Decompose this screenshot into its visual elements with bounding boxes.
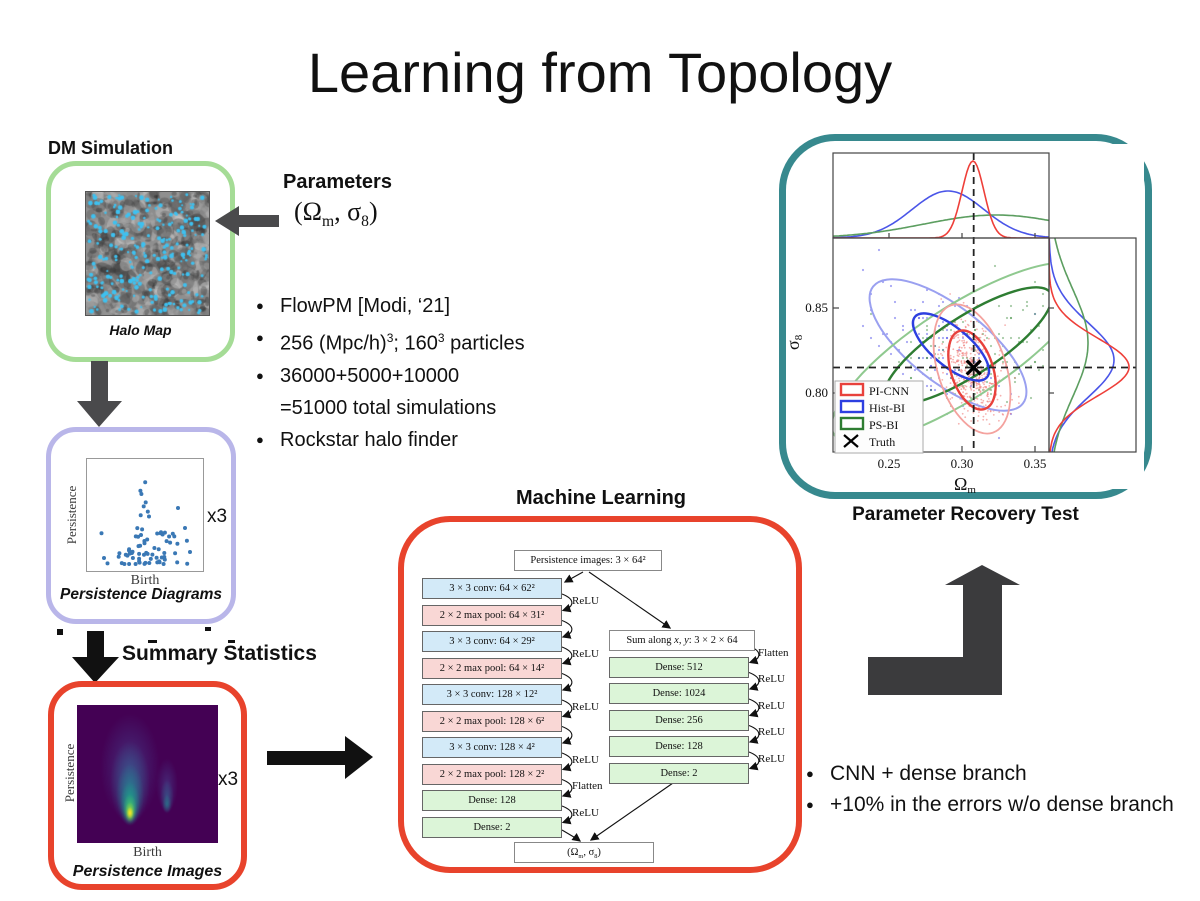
halo-map-caption: Halo Map bbox=[109, 322, 172, 338]
bullet-item: ●=51000 total simulations bbox=[280, 396, 497, 419]
bullet-item: ●FlowPM [Modi, ‘21] bbox=[256, 295, 451, 317]
halo-map-canvas bbox=[85, 191, 210, 316]
ml-activation-label: ReLU bbox=[572, 594, 599, 607]
ml-activation-label: ReLU bbox=[572, 806, 599, 819]
ml-layer-cnn-8: Dense: 128 bbox=[422, 790, 562, 811]
ml-output-box: (Ωm, σ8) bbox=[514, 842, 654, 863]
ml-layer-cnn-9: Dense: 2 bbox=[422, 816, 562, 838]
ml-activation-label: ReLU bbox=[572, 647, 599, 660]
ml-layer-cnn-4: 3 × 3 conv: 128 × 12² bbox=[422, 684, 562, 705]
summary-statistics-label: Summary Statistics bbox=[122, 642, 317, 665]
pd-multiplier: x3 bbox=[207, 506, 228, 527]
ml-activation-label: ReLU bbox=[758, 726, 785, 739]
ml-layer-cnn-3: 2 × 2 max pool: 64 × 14² bbox=[422, 657, 562, 679]
ml-layer-cnn-5: 2 × 2 max pool: 128 × 6² bbox=[422, 710, 562, 732]
pi-ylabel: Persistence bbox=[62, 743, 77, 803]
svg-text:0.85: 0.85 bbox=[805, 300, 828, 315]
pi-multiplier: x3 bbox=[218, 769, 239, 790]
ml-input-box: Persistence images: 3 × 64² bbox=[514, 550, 662, 571]
ml-heading: Machine Learning bbox=[515, 487, 687, 509]
ml-activation-label: ReLU bbox=[758, 699, 785, 712]
svg-text:0.35: 0.35 bbox=[1024, 456, 1047, 471]
parameters-math: (Ωm, σ8) bbox=[294, 197, 378, 231]
pi-to-ml-arrow-icon bbox=[267, 736, 373, 779]
ml-activation-label: ReLU bbox=[572, 753, 599, 766]
ml-layer-cnn-6: 3 × 3 conv: 128 × 4² bbox=[422, 737, 562, 758]
clipped-text-artifact bbox=[228, 640, 235, 643]
bullet-item: ●Rockstar halo finder bbox=[256, 428, 458, 451]
pd-scatter-plot bbox=[86, 458, 204, 572]
ml-box: Persistence images: 3 × 64² 3 × 3 conv: 6… bbox=[398, 516, 802, 873]
dm-simulation-label: DM Simulation bbox=[48, 138, 173, 158]
svg-text:σ8: σ8 bbox=[783, 334, 805, 350]
ml-activation-label: ReLU bbox=[572, 700, 599, 713]
pd-ylabel: Persistence bbox=[64, 485, 79, 545]
ml-activation-label: Flatten bbox=[572, 780, 603, 793]
pi-heatmap-canvas bbox=[77, 705, 218, 843]
ml-layer-dense-4: Dense: 2 bbox=[609, 762, 749, 784]
pi-caption: Persistence Images bbox=[72, 863, 223, 880]
clipped-text-artifact bbox=[205, 627, 211, 631]
ml-sum-box: Sum along x, y: 3 × 2 × 64 bbox=[609, 630, 755, 651]
bullet-item: ●36000+5000+10000 bbox=[256, 364, 460, 387]
parameters-label: Parameters bbox=[283, 171, 392, 193]
svg-text:0.25: 0.25 bbox=[878, 456, 901, 471]
clipped-text-artifact bbox=[148, 640, 157, 643]
arrow-down-icon bbox=[77, 361, 122, 427]
sim-bullets: ●FlowPM [Modi, ‘21] ●256 (Mpc/h)3; 1603 p… bbox=[256, 290, 525, 456]
pd-caption: Persistence Diagrams bbox=[60, 586, 222, 603]
ml-layer-dense-1: Dense: 1024 bbox=[609, 683, 749, 704]
persistence-diagrams-box: Persistence Birth x3 Persistence Diagram… bbox=[46, 427, 236, 624]
page-title: Learning from Topology bbox=[307, 41, 893, 104]
ml-activation-label: Flatten bbox=[758, 646, 789, 659]
pi-xlabel: Birth bbox=[133, 845, 162, 860]
legend-entry: PS-BI bbox=[869, 418, 898, 432]
bullet-item: ●CNN + dense branch bbox=[806, 762, 1027, 785]
dm-simulation-box: Halo Map bbox=[46, 161, 235, 362]
recovery-caption: Parameter Recovery Test bbox=[852, 504, 1079, 525]
ml-layer-dense-3: Dense: 128 bbox=[609, 736, 749, 757]
ml-layer-cnn-7: 2 × 2 max pool: 128 × 2² bbox=[422, 763, 562, 785]
summary-arrow-icon bbox=[72, 631, 119, 683]
ml-layer-dense-0: Dense: 512 bbox=[609, 656, 749, 678]
ml-layer-cnn-1: 2 × 2 max pool: 64 × 31² bbox=[422, 604, 562, 626]
bullet-item: ●+10% in the errors w/o dense branch bbox=[806, 793, 1174, 816]
bullet-item: ●256 (Mpc/h)3; 1603 particles bbox=[256, 330, 525, 355]
ml-arrows-svg bbox=[561, 571, 760, 842]
ml-activation-label: ReLU bbox=[758, 673, 785, 686]
results-bullets: ●CNN + dense branch ●+10% in the errors w… bbox=[806, 758, 1174, 820]
pd-xlabel: Birth bbox=[130, 573, 160, 588]
legend-entry: PI-CNN bbox=[869, 384, 909, 398]
ml-layer-cnn-0: 3 × 3 conv: 64 × 62² bbox=[422, 578, 562, 599]
persistence-images-box: Persistence Birth x3 Persistence Images bbox=[48, 681, 247, 890]
legend-entry: Truth bbox=[869, 435, 895, 449]
ml-layer-dense-2: Dense: 256 bbox=[609, 709, 749, 731]
legend-entry: Hist-BI bbox=[869, 401, 905, 415]
parameters-arrow-icon bbox=[215, 206, 279, 236]
elbow-arrow-icon bbox=[868, 565, 1020, 695]
svg-text:0.30: 0.30 bbox=[951, 456, 974, 471]
svg-text:0.80: 0.80 bbox=[805, 385, 828, 400]
ml-activation-label: ReLU bbox=[758, 752, 785, 765]
ml-layer-cnn-2: 3 × 3 conv: 64 × 29² bbox=[422, 631, 562, 652]
clipped-text-artifact bbox=[57, 629, 63, 635]
